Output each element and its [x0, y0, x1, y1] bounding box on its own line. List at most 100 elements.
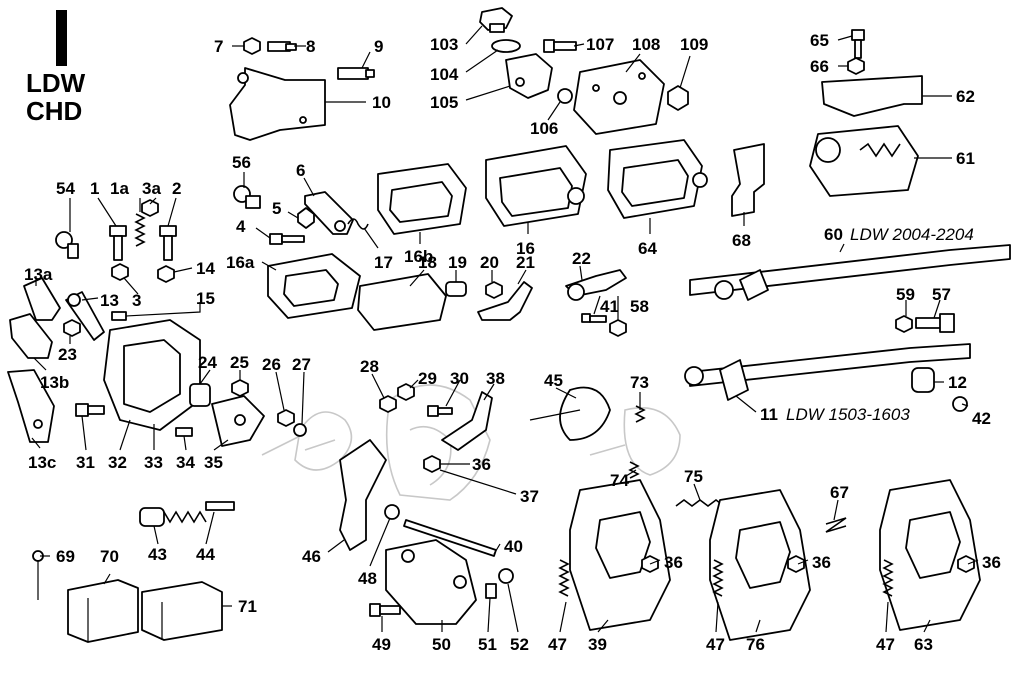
part-23-nut [63, 319, 81, 337]
part-17-spring [347, 218, 369, 230]
part-59-nut [895, 315, 913, 333]
part-30-screw [427, 405, 453, 417]
part-68-plate [731, 143, 765, 217]
part-13a-lever [23, 277, 61, 321]
label-3: 3 [132, 291, 141, 310]
label-70: 70 [100, 547, 119, 566]
part-54-screw [55, 231, 79, 259]
label-7: 7 [214, 37, 223, 56]
label-36-a: 36 [472, 455, 491, 474]
part-36-nut [423, 455, 441, 473]
label-45: 45 [544, 371, 563, 390]
label-6: 6 [296, 161, 305, 180]
part-73-spring [634, 405, 646, 423]
part-13-lever [65, 291, 105, 341]
part-24-bush [189, 383, 211, 407]
label-59: 59 [896, 285, 915, 304]
label-50: 50 [432, 635, 451, 654]
label-48: 48 [358, 569, 377, 588]
label-109: 109 [680, 35, 708, 54]
part-14-nut [157, 265, 175, 283]
label-107: 107 [586, 35, 614, 54]
part-6-lever [304, 191, 354, 235]
part-3-nut [111, 263, 129, 281]
label-63: 63 [914, 635, 933, 654]
leader-lines [31, 25, 979, 633]
part-52-washer [498, 568, 514, 584]
part-34-pin [175, 427, 193, 437]
part-61-solenoid [809, 125, 919, 197]
label-22: 22 [572, 249, 591, 268]
label-26: 26 [262, 355, 281, 374]
label-39: 39 [588, 635, 607, 654]
label-9: 9 [374, 37, 383, 56]
part-62-bracket [821, 75, 923, 117]
title-line2: CHD [26, 96, 82, 126]
label-16: 16 [516, 239, 535, 258]
label-47-b: 47 [706, 635, 725, 654]
label-44: 44 [196, 545, 215, 564]
label-62: 62 [956, 87, 975, 106]
label-5: 5 [272, 199, 281, 218]
part-15-pin [111, 311, 127, 321]
model-label-short: LDW 1503-1603 [786, 405, 910, 424]
part-67-spring [825, 517, 847, 533]
part-16b-cover [377, 163, 467, 235]
part-26-nut [277, 409, 295, 427]
part-43-bush [139, 507, 165, 527]
label-56: 56 [232, 153, 251, 172]
part-21-lever [477, 281, 533, 321]
part-5-nut [297, 207, 315, 229]
label-37: 37 [520, 487, 539, 506]
part-41-screw [581, 313, 607, 323]
part-31-screw [75, 403, 105, 417]
part-38-bracket [441, 391, 493, 451]
label-36-d: 36 [982, 553, 1001, 572]
model-label-long: LDW 2004-2204 [850, 225, 974, 244]
part-42-washer [952, 396, 968, 412]
label-13c: 13c [28, 453, 56, 472]
label-30: 30 [450, 369, 469, 388]
label-12: 12 [948, 373, 967, 392]
part-56-screw [233, 185, 261, 209]
part-109-nut [667, 85, 689, 111]
part-28-nut [379, 395, 397, 413]
part-labels: 7 8 9 10 103 104 105 106 107 108 109 65 … [24, 31, 1001, 654]
part-105-elbow [505, 53, 553, 99]
label-15: 15 [196, 289, 215, 308]
label-33: 33 [144, 453, 163, 472]
part-39-assembly [569, 479, 671, 631]
part-51-pin [485, 583, 497, 599]
part-64-cover [607, 139, 708, 219]
label-10: 10 [372, 93, 391, 112]
label-1: 1 [90, 179, 99, 198]
label-103: 103 [430, 35, 458, 54]
label-13: 13 [100, 291, 119, 310]
label-47-c: 47 [876, 635, 895, 654]
label-13b: 13b [40, 373, 69, 392]
part-19-bush [445, 281, 467, 297]
part-76-assembly [709, 489, 811, 641]
label-16b: 16b [404, 247, 433, 266]
part-12-bush [911, 367, 935, 393]
part-32-housing [103, 319, 201, 431]
label-58: 58 [630, 297, 649, 316]
label-69: 69 [56, 547, 75, 566]
label-29: 29 [418, 369, 437, 388]
label-32: 32 [108, 453, 127, 472]
label-76: 76 [746, 635, 765, 654]
part-9-stud [337, 67, 375, 80]
label-61: 61 [956, 149, 975, 168]
label-42: 42 [972, 409, 991, 428]
label-64: 64 [638, 239, 657, 258]
label-54: 54 [56, 179, 75, 198]
label-71: 71 [238, 597, 257, 616]
part-4-screw [269, 233, 305, 245]
label-106: 106 [530, 119, 558, 138]
label-75: 75 [684, 467, 703, 486]
label-16a: 16a [226, 253, 255, 272]
label-28: 28 [360, 357, 379, 376]
part-44-screw [163, 501, 235, 524]
part-40-pin [403, 519, 497, 557]
part-1-bolt [109, 225, 127, 261]
